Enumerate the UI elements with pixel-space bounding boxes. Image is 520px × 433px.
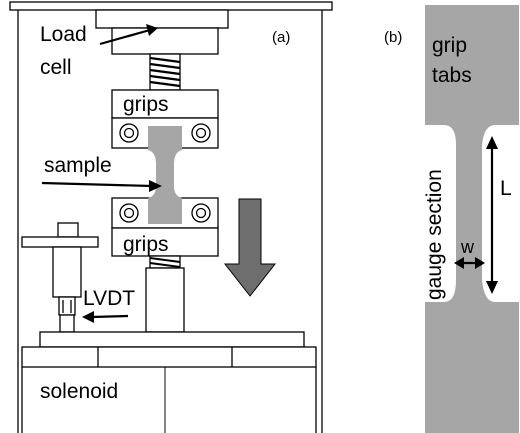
gauge-section-label: gauge section [423, 169, 446, 300]
base-plate [39, 331, 305, 348]
panel-b-tag: (b) [384, 29, 402, 46]
sample-arrowhead [149, 180, 162, 192]
pointer-arrows-a [41, 24, 162, 323]
panel-a-tag: (a) [272, 29, 290, 46]
width-arrowhead-right [475, 257, 485, 269]
length-label: L [500, 177, 512, 200]
lvdt-label: LVDT [83, 287, 135, 310]
top-grips-label: grips [123, 93, 169, 116]
panel-b [425, 5, 519, 433]
load-cell-arrow-line [99, 28, 151, 46]
load-cell-label-line1: Load [40, 23, 87, 46]
sample-arrow-line [41, 181, 153, 188]
bottom-grips-label: grips [123, 233, 169, 256]
width-arrowhead-left [454, 257, 464, 269]
load-cell-arrowhead [146, 24, 158, 36]
lvdt-sensor [21, 222, 99, 333]
bottom-grip [111, 197, 219, 257]
specimen-shape [425, 5, 519, 433]
sample-dogbone [148, 126, 182, 224]
plunger [145, 267, 185, 333]
solenoid-housing [21, 346, 317, 433]
force-direction-arrow [223, 198, 277, 297]
load-cell-label-line2: cell [40, 56, 72, 79]
grip-tabs-label-line2: tabs [432, 64, 472, 87]
panel-a [9, 1, 333, 433]
sample-label: sample [44, 154, 112, 177]
bottom-spring [149, 255, 181, 269]
solenoid-label: solenoid [40, 380, 118, 403]
rig-frame [9, 1, 333, 433]
lvdt-arrow-line [91, 314, 129, 319]
top-spring [149, 53, 181, 91]
lvdt-arrowhead [82, 311, 94, 323]
load-cell [95, 9, 229, 55]
width-label: w [460, 237, 475, 257]
length-arrowhead-bottom [486, 281, 498, 294]
length-arrowhead-top [486, 136, 498, 149]
grip-tabs-label-line1: grip [432, 34, 467, 57]
dimension-arrows-b [454, 136, 498, 294]
